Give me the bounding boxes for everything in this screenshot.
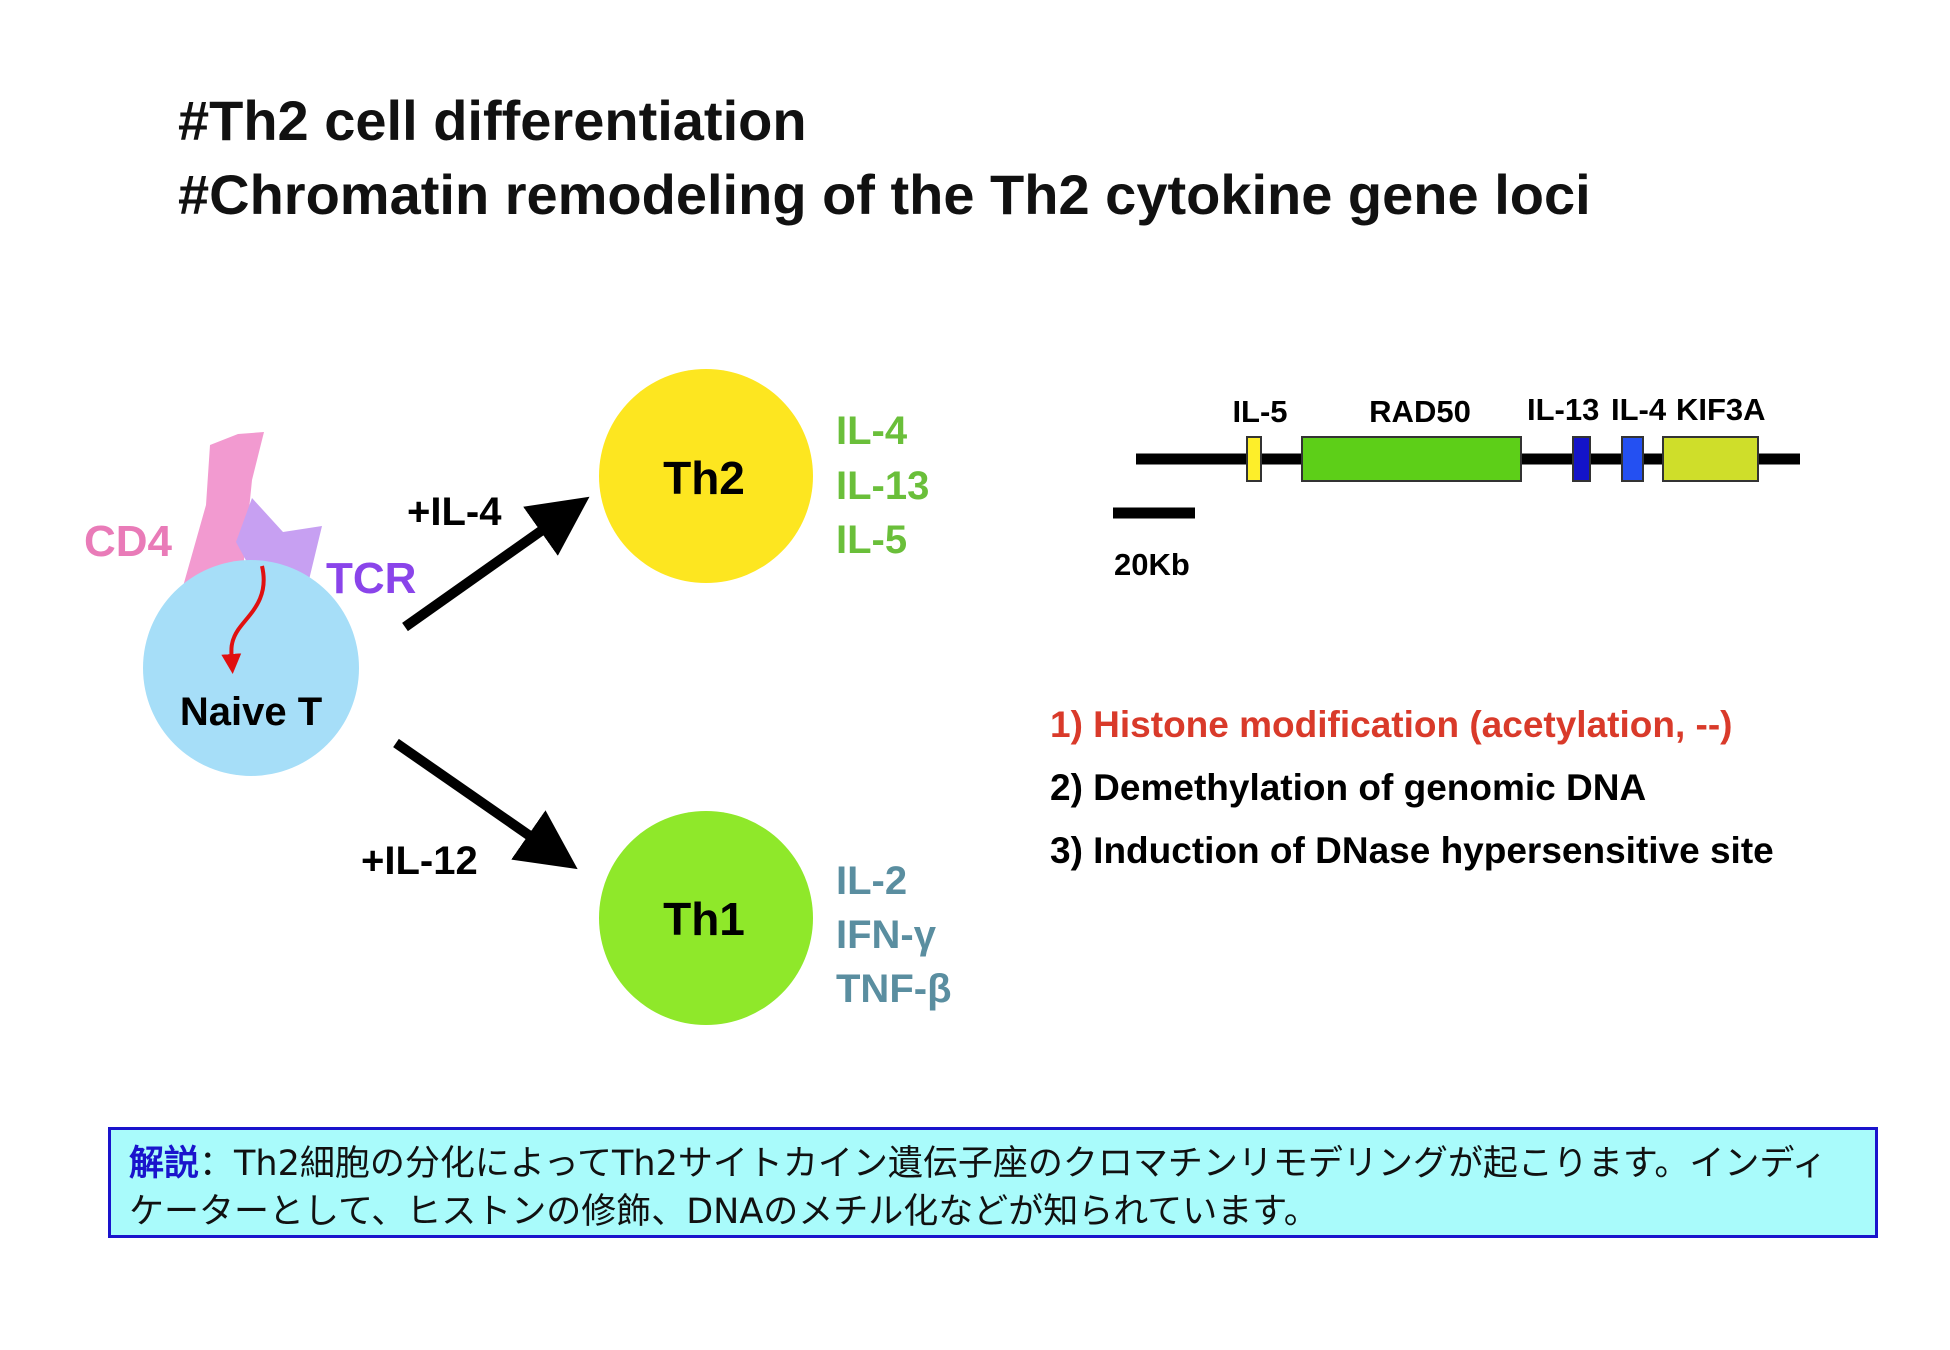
naive-t-cell <box>143 560 359 776</box>
th1-cell <box>599 811 813 1025</box>
title-line-1: #Th2 cell differentiation <box>178 89 807 152</box>
title-line-2: #Chromatin remodeling of the Th2 cytokin… <box>178 163 1591 226</box>
th2-cytokine-locus-map: IL-5 RAD50 IL-13 IL-4 KIF3A 20Kb <box>1113 392 1800 582</box>
title-block: #Th2 cell differentiation #Chromatin rem… <box>178 84 1591 232</box>
il12-stimulus-label: +IL-12 <box>361 839 478 883</box>
step-1: 1) Histone modification (acetylation, --… <box>1050 704 1733 745</box>
signal-arrow-icon <box>221 565 266 674</box>
th1-cytokine-3: TNF-β <box>836 967 952 1011</box>
th2-cytokine-1: IL-4 <box>836 409 908 453</box>
gene-il4-block <box>1621 436 1644 482</box>
th1-cytokine-1: IL-2 <box>836 859 907 903</box>
gene-il13-block <box>1572 436 1591 482</box>
step-3: 3) Induction of DNase hypersensitive sit… <box>1050 830 1774 871</box>
gene-label-il5: IL-5 <box>1232 394 1287 429</box>
gene-label-il13: IL-13 <box>1527 392 1599 427</box>
cd4-receptor-shape <box>182 432 264 600</box>
gene-il5-block <box>1246 436 1262 482</box>
step-2: 2) Demethylation of genomic DNA <box>1050 767 1647 808</box>
th1-label: Th1 <box>663 893 745 945</box>
explanation-body: ：Th2細胞の分化によってTh2サイトカイン遺伝子座のクロマチンリモデリングが起… <box>129 1144 1827 1232</box>
gene-rad50-block <box>1301 436 1522 482</box>
scale-bar-label: 20Kb <box>1114 547 1190 582</box>
naive-t-label: Naive T <box>180 690 322 734</box>
gene-label-il4: IL-4 <box>1611 392 1667 427</box>
gene-kif3a-block <box>1662 436 1759 482</box>
th2-cytokine-3: IL-5 <box>836 518 907 562</box>
explanation-box: 解説：Th2細胞の分化によってTh2サイトカイン遺伝子座のクロマチンリモデリング… <box>108 1127 1878 1238</box>
th2-cytokine-2: IL-13 <box>836 464 929 508</box>
tcr-label: TCR <box>326 554 416 603</box>
il4-arrow <box>402 496 590 632</box>
gene-label-kif3a: KIF3A <box>1676 392 1766 427</box>
th2-cell <box>599 369 813 583</box>
gene-label-rad50: RAD50 <box>1369 394 1471 429</box>
il12-arrow <box>393 738 578 870</box>
th1-cytokine-2: IFN-γ <box>836 913 937 957</box>
explanation-head: 解説 <box>129 1144 200 1184</box>
cd4-label: CD4 <box>84 517 173 566</box>
th2-label: Th2 <box>663 452 745 504</box>
il4-stimulus-label: +IL-4 <box>407 490 502 534</box>
remodeling-steps: 1) Histone modification (acetylation, --… <box>1050 693 1774 882</box>
